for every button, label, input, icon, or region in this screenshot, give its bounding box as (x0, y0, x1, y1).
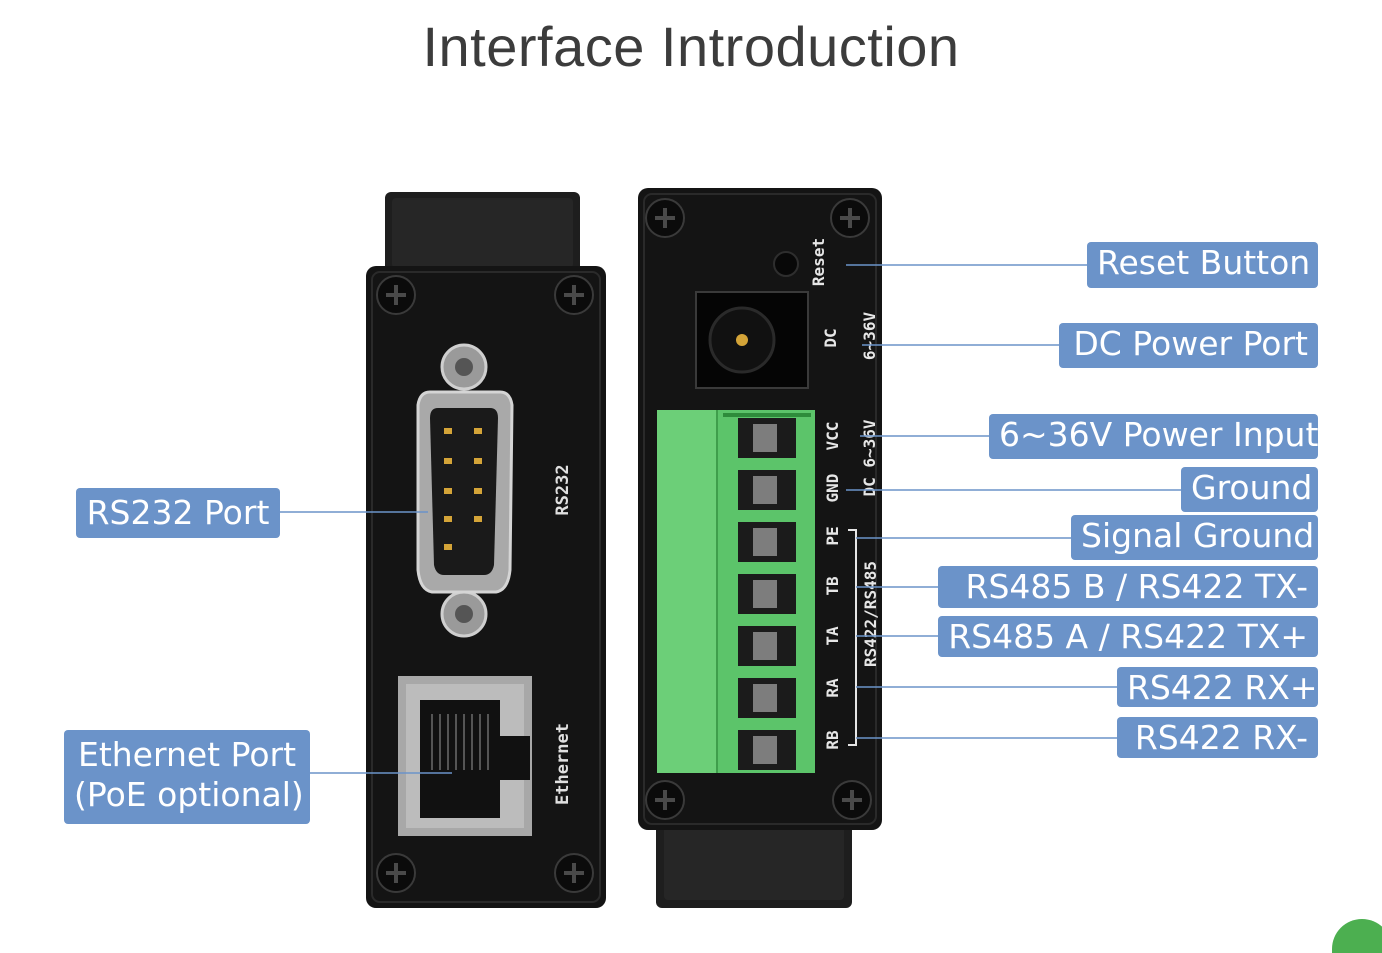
db9-connector-icon (416, 343, 514, 638)
dc-jack-icon (695, 291, 809, 389)
screw-icon (645, 780, 685, 820)
callout-reset-button: Reset Button (1087, 242, 1318, 288)
leader-lines (280, 264, 1182, 774)
reset-hole-icon (773, 251, 799, 277)
callout-ethernet-port: Ethernet Port (PoE optional) (64, 730, 310, 824)
bus-silk-label: RS422/RS485 (861, 561, 880, 667)
dc-range-silk-label: 6~36V (860, 312, 879, 361)
pin-label-vcc: VCC (823, 422, 842, 451)
screw-icon (554, 275, 594, 315)
callout-rs485-a: RS485 A / RS422 TX+ (938, 616, 1318, 657)
pin-label-gnd: GND (823, 474, 842, 503)
callout-power-input: 6~36V Power Input (989, 414, 1318, 459)
left-device: RS232 Ethernet (366, 192, 606, 908)
screw-icon (645, 198, 685, 238)
rj45-port-icon (398, 676, 532, 836)
dc-silk-label: DC (821, 328, 840, 347)
callout-ethernet-port-line1: Ethernet Port (77, 735, 297, 774)
callout-rs485-b: RS485 B / RS422 TX- (938, 566, 1318, 608)
device-illustration: RS232 Ethernet (280, 188, 1182, 908)
screw-icon (376, 275, 416, 315)
page-title: Interface Introduction (422, 15, 960, 78)
pin-label-pe: PE (823, 526, 842, 545)
screw-icon (554, 853, 594, 893)
pin-label-ra: RA (823, 678, 842, 698)
callout-rs422-rx-plus: RS422 RX+ (1117, 667, 1318, 707)
callout-dc-power-port: DC Power Port (1059, 323, 1318, 368)
dc-range-lower-silk-label: DC 6~36V (860, 419, 879, 496)
pin-label-tb: TB (823, 576, 842, 596)
callout-ethernet-port-line2: (PoE optional) (74, 775, 304, 814)
callout-rs422-rx-minus: RS422 RX- (1117, 717, 1318, 758)
screw-icon (830, 198, 870, 238)
callout-signal-ground: Signal Ground (1071, 515, 1318, 560)
callout-rs232-port: RS232 Port (76, 488, 280, 538)
screw-icon (832, 780, 872, 820)
terminal-slots (738, 418, 796, 770)
bus-bracket (848, 529, 857, 746)
pin-label-ta: TA (823, 626, 842, 646)
callout-ground: Ground (1181, 467, 1318, 512)
reset-silk-label: Reset (809, 238, 828, 286)
ethernet-label: Ethernet (553, 723, 573, 805)
terminal-block-icon (657, 410, 815, 773)
screw-icon (376, 853, 416, 893)
pin-label-rb: RB (823, 730, 842, 750)
right-device: Reset DC 6~36V DC 6~36V RS422/RS485 VCC … (638, 188, 882, 908)
rs232-label: RS232 (553, 464, 573, 515)
